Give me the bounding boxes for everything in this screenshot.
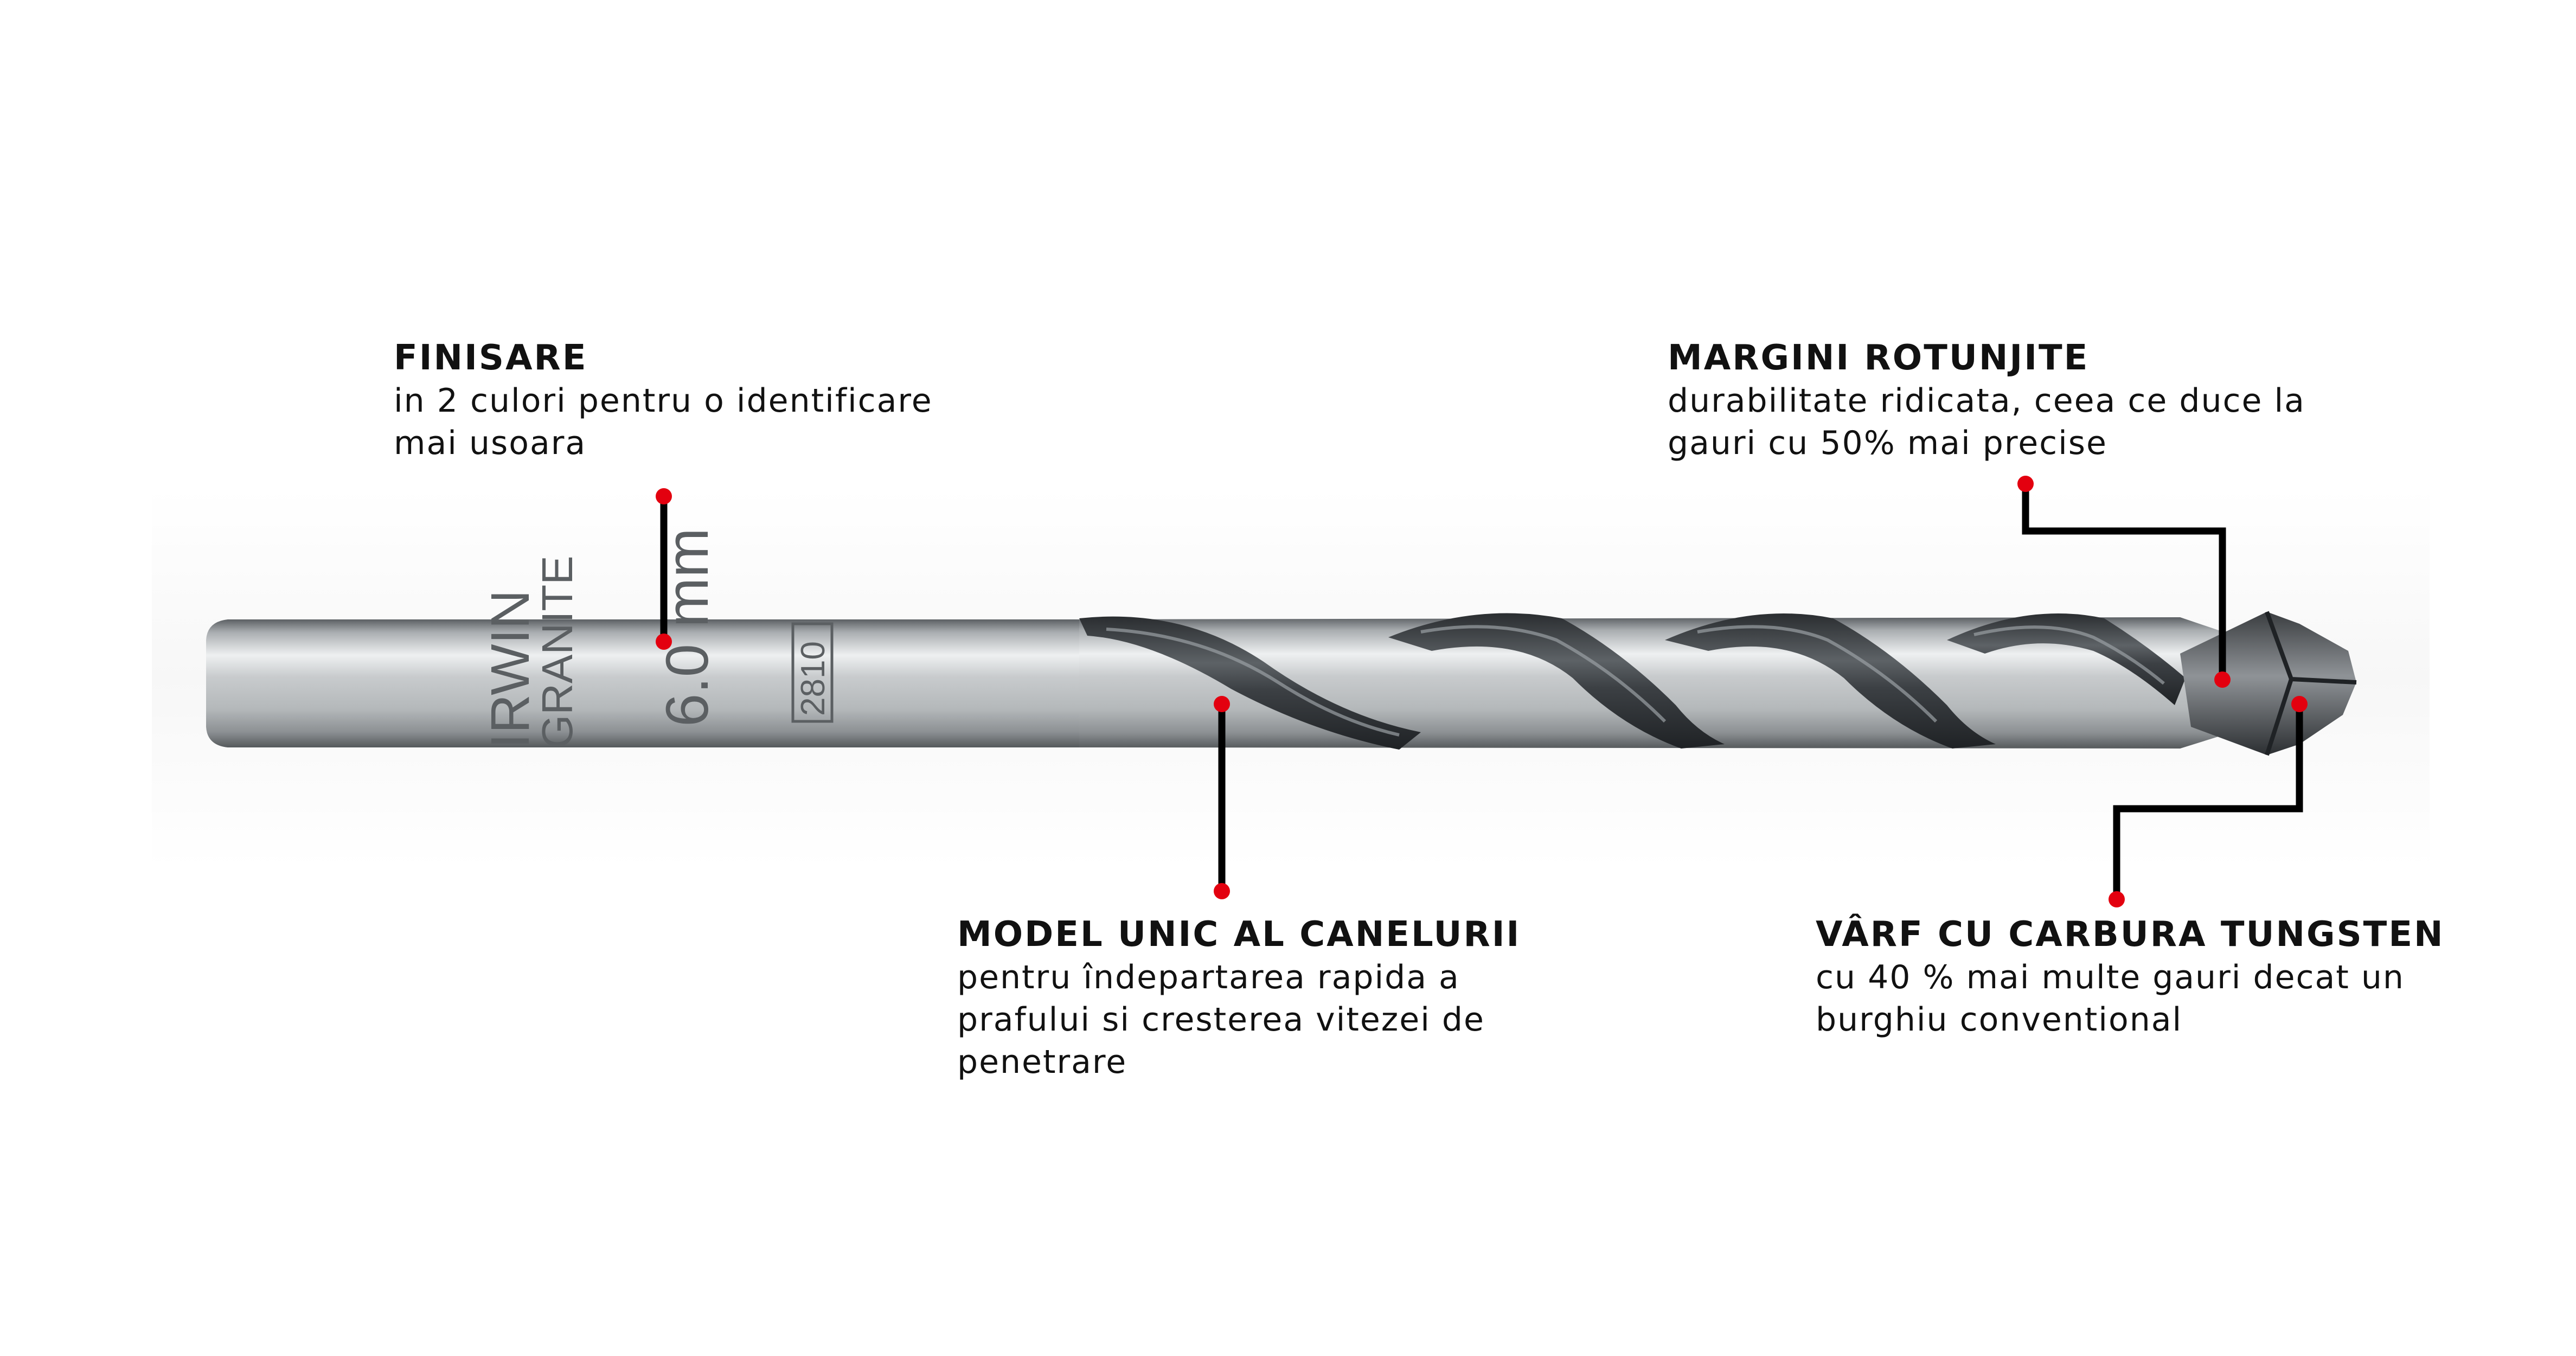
drill-flutes <box>1079 613 2186 750</box>
callout-desc-line: prafului si cresterea vitezei de <box>957 1001 1485 1039</box>
marker-varf-anchor <box>2291 696 2308 712</box>
callout-canelura: MODEL UNIC AL CANELURII pentru îndeparta… <box>957 913 1521 1083</box>
marker-finisare-top <box>656 488 672 504</box>
marker-varf-bottom <box>2109 891 2125 907</box>
callout-desc-line: burghiu conventional <box>1816 1001 2183 1039</box>
flute-3 <box>1665 613 1996 749</box>
callout-desc-line: in 2 culori pentru o identificare <box>394 382 933 420</box>
callout-finisare: FINISARE in 2 culori pentru o identifica… <box>394 336 933 464</box>
callout-title: MARGINI ROTUNJITE <box>1668 338 2090 378</box>
callout-title: VÂRF CU CARBURA TUNGSTEN <box>1816 914 2445 955</box>
marker-canelura-anchor <box>1214 696 1230 712</box>
engraving-code-badge: 2810 <box>791 622 834 723</box>
callout-desc-line: cu 40 % mai multe gauri decat un <box>1816 958 2405 996</box>
leader-line-margini <box>2022 480 2226 683</box>
flute-1 <box>1079 616 1421 750</box>
callout-margini: MARGINI ROTUNJITE durabilitate ridicata,… <box>1668 336 2305 464</box>
marker-margini-top <box>2017 476 2034 492</box>
engraving-code: 2810 <box>794 641 832 716</box>
engraving-material: GRANITE <box>533 555 581 749</box>
flute-highlights <box>1106 625 2165 737</box>
leader-lines <box>660 480 2303 903</box>
callout-varf: VÂRF CU CARBURA TUNGSTEN cu 40 % mai mul… <box>1816 913 2445 1041</box>
callout-desc-line: gauri cu 50% mai precise <box>1668 424 2107 462</box>
marker-finisare-anchor <box>656 634 672 650</box>
callout-desc-line: durabilitate ridicata, ceea ce duce la <box>1668 382 2305 420</box>
callout-title: MODEL UNIC AL CANELURII <box>957 914 1521 955</box>
callout-desc-line: mai usoara <box>394 424 587 462</box>
drill-shank <box>206 619 1085 747</box>
marker-canelura-bottom <box>1214 883 1230 899</box>
callout-desc-line: pentru îndepartarea rapida a <box>957 958 1460 996</box>
flute-2 <box>1388 613 1725 749</box>
callout-markers <box>656 476 2308 907</box>
marker-margini-anchor <box>2214 671 2231 688</box>
callout-desc-line: penetrare <box>957 1043 1127 1081</box>
leader-line-varf <box>2113 700 2303 903</box>
flute-4 <box>1947 613 2186 705</box>
carbide-tip-edge <box>2265 611 2357 756</box>
callout-title: FINISARE <box>394 338 588 378</box>
engraving-brand: IRWIN <box>480 590 541 749</box>
